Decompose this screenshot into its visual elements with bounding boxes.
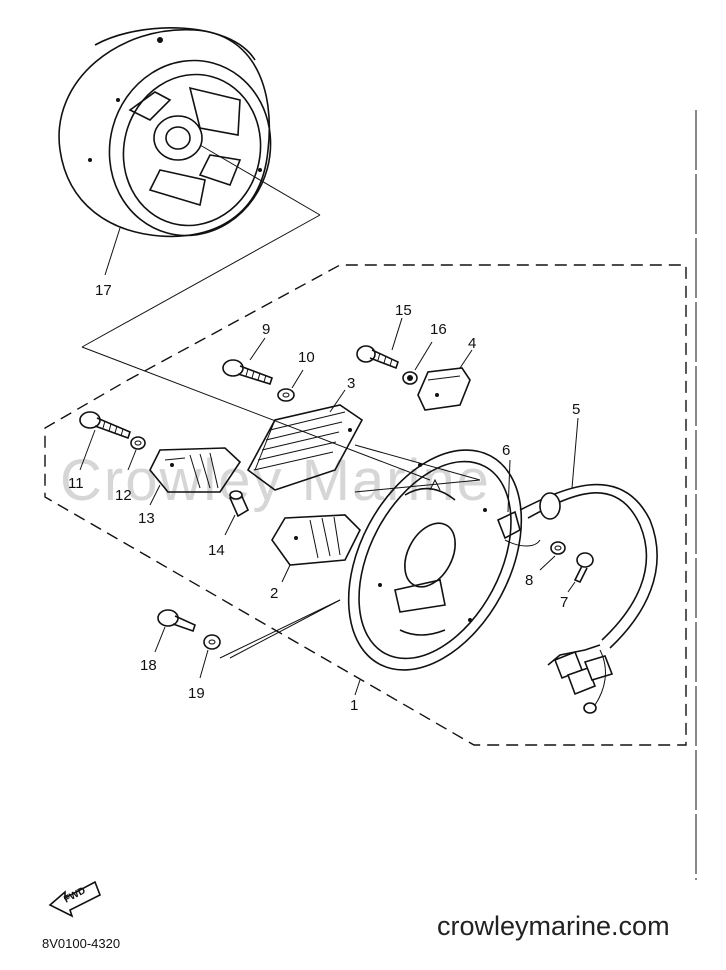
stator-base-plate[interactable] xyxy=(313,421,556,700)
coil-reference-line xyxy=(354,444,481,481)
collar-14[interactable] xyxy=(224,490,250,536)
callout-2: 2 xyxy=(270,585,278,602)
part1-callout-leader xyxy=(354,679,361,696)
callout-11: 11 xyxy=(68,475,84,492)
charge-coil-13[interactable] xyxy=(149,447,242,506)
flywheel[interactable] xyxy=(58,27,290,276)
callout-6: 6 xyxy=(502,442,510,459)
callout-15: 15 xyxy=(395,302,412,319)
callout-13: 13 xyxy=(138,510,155,527)
callout-5: 5 xyxy=(572,401,580,418)
callout-8: 8 xyxy=(525,572,533,589)
screw-reference-line xyxy=(219,599,341,659)
assembly-boundary xyxy=(44,264,687,746)
washer-19[interactable] xyxy=(199,634,221,679)
screw-18[interactable] xyxy=(154,609,196,653)
callout-4: 4 xyxy=(468,335,476,352)
washer-10[interactable] xyxy=(277,369,304,402)
callout-18: 18 xyxy=(140,657,157,674)
lighting-coil[interactable] xyxy=(246,389,364,491)
diagram-code: 8V0100-4320 xyxy=(42,936,120,951)
website-footer: crowleymarine.com xyxy=(437,911,670,941)
part1-leader xyxy=(229,599,341,659)
connector-cluster xyxy=(553,649,614,714)
screw-11[interactable] xyxy=(79,411,131,471)
callout-3: 3 xyxy=(347,375,355,392)
callout-16: 16 xyxy=(430,321,447,338)
flywheel-reference-line-2 xyxy=(81,346,431,481)
flywheel-reference-line xyxy=(81,214,321,348)
washer-8[interactable] xyxy=(539,541,566,571)
screw-9[interactable] xyxy=(222,337,274,385)
callout-14: 14 xyxy=(208,542,225,559)
callout-9: 9 xyxy=(262,321,270,338)
screw-15[interactable] xyxy=(356,317,403,370)
callout-1: 1 xyxy=(350,697,358,714)
washer-16[interactable] xyxy=(402,341,433,385)
callout-12: 12 xyxy=(115,487,132,504)
coil-reference-line-2 xyxy=(354,479,481,493)
callout-19: 19 xyxy=(188,685,205,702)
callout-10: 10 xyxy=(298,349,315,366)
pulser-coil-4[interactable] xyxy=(417,349,473,411)
callout-17: 17 xyxy=(95,282,112,299)
washer-12[interactable] xyxy=(127,436,146,471)
pulser-coil-2[interactable] xyxy=(271,514,361,583)
screw-7[interactable] xyxy=(567,552,594,593)
clamp-6[interactable] xyxy=(496,459,541,547)
fwd-arrow-icon: FWD xyxy=(48,880,102,918)
wire-harness[interactable] xyxy=(519,417,658,714)
callout-7: 7 xyxy=(560,594,568,611)
